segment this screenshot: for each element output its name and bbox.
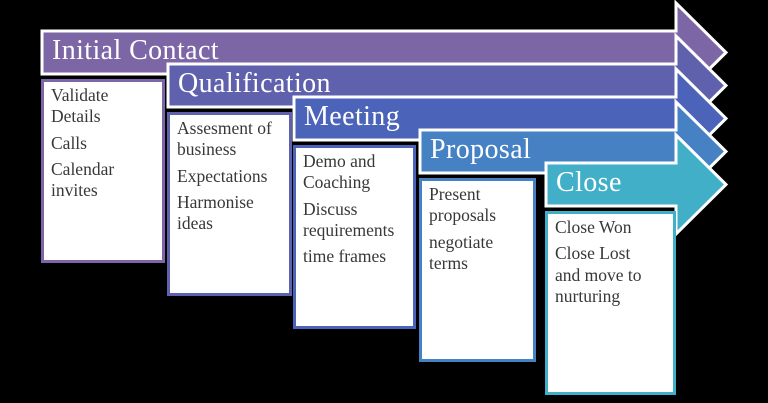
stage-detail-item: time frames: [303, 246, 387, 267]
stage-detail-item: Demo and Coaching: [303, 151, 376, 193]
stage-detail-item: Discuss requirements: [303, 198, 395, 241]
stage-arrow-close: [544, 131, 729, 238]
stage-title: Proposal: [430, 134, 532, 165]
stage-title: Initial Contact: [52, 35, 219, 66]
stage-detail-item: Expectations: [177, 165, 268, 186]
stage-title: Meeting: [304, 101, 401, 132]
stage-title: Qualification: [178, 68, 331, 99]
stage-detail-item: Validate Details: [51, 85, 109, 127]
stage-detail-item: Calendar invites: [51, 159, 115, 201]
stage-detail-item: Harmonise ideas: [177, 192, 254, 234]
stage-title: Close: [556, 167, 622, 198]
stage-detail-item: Close Lost and move to nurturing: [555, 243, 642, 307]
stage-header-qualification: Qualification: [168, 64, 676, 107]
stage-header-proposal: Proposal: [420, 130, 676, 173]
stage-detail-item: Present proposals: [429, 184, 497, 226]
stage-header-meeting: Meeting: [294, 97, 676, 140]
stage-detail-item: Assesment of business: [177, 118, 272, 160]
stage-header-initial-contact: Initial Contact: [42, 31, 676, 74]
stage-detail-item: Close Won: [555, 217, 632, 237]
stage-detail-item: Calls: [51, 132, 87, 153]
stage-detail-box-proposal: Present proposals negotiate terms: [419, 178, 536, 362]
stage-detail-item: negotiate terms: [429, 231, 494, 274]
stage-header-close: Close: [546, 163, 676, 206]
